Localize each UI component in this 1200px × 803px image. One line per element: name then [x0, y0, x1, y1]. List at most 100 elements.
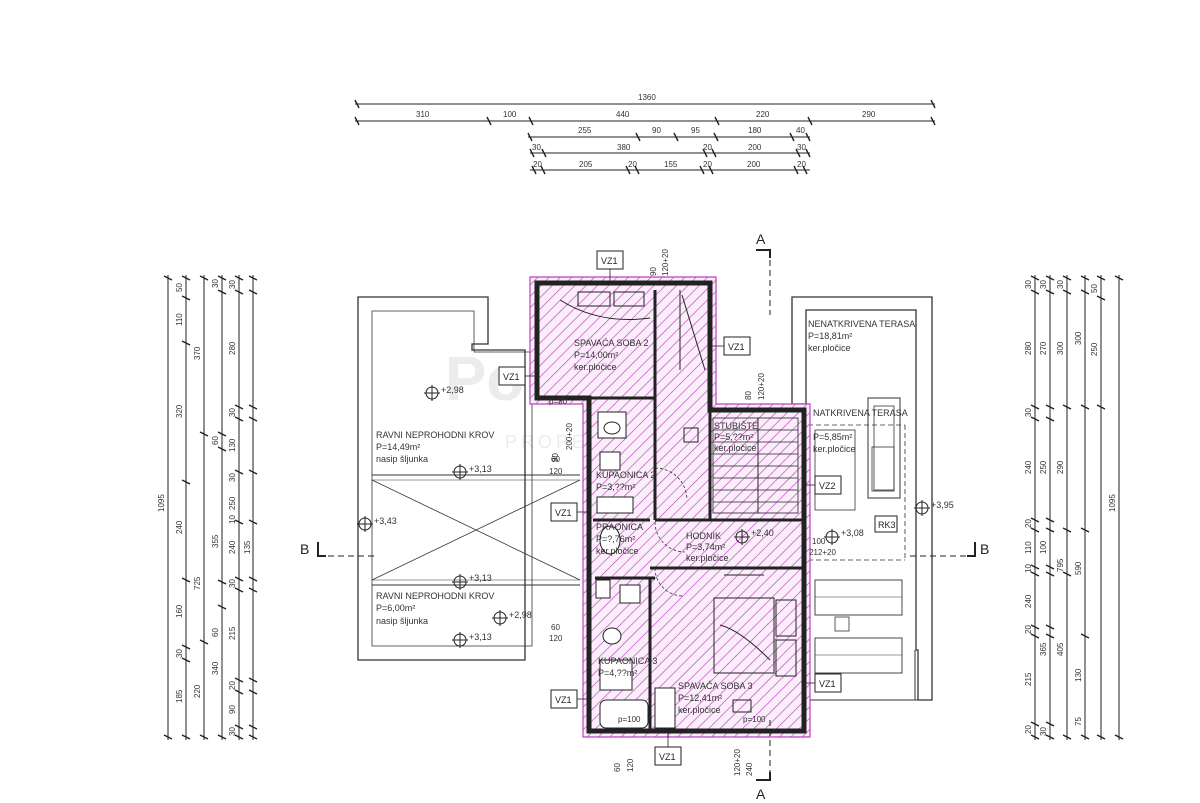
opening-dim: 240 [745, 762, 754, 776]
room-area: P=3,??m² [596, 482, 635, 492]
level-label: +2,98 [441, 385, 464, 395]
opening-dim: 120+20 [733, 749, 742, 776]
dim-label: 20 [533, 160, 542, 169]
room-name: SPAVAĆA SOBA 3 [678, 681, 753, 691]
dim-label: 30 [1024, 408, 1033, 417]
dim-label: 180 [748, 126, 762, 135]
top-dimension-labels: 1360 310 100 440 220 290 255 90 95 180 4… [416, 93, 876, 169]
dim-label: 365 [1039, 642, 1048, 656]
top-dimension-chains [354, 99, 936, 175]
dim-label: 110 [1024, 541, 1033, 554]
dim-label: 215 [228, 626, 237, 640]
rk-tag: RK3 [878, 520, 896, 530]
dim-label: 1095 [157, 494, 166, 512]
dim-label: 1095 [1108, 494, 1117, 512]
dim-label: 205 [579, 160, 593, 169]
dim-label: 30 [1056, 280, 1065, 289]
left-dimension-labels: 1095 50 110 320 240 160 30 185 370 725 2… [157, 279, 252, 736]
dim-label: 280 [1024, 341, 1033, 355]
room-name: KUPAONICA 3 [598, 656, 657, 666]
opening-dim: 80 [744, 391, 753, 400]
room-floor: ker.pločice [714, 443, 757, 453]
dim-label: 240 [1024, 594, 1033, 608]
room-area: P=12,41m² [678, 693, 722, 703]
dim-label: 255 [578, 126, 592, 135]
dim-label: 280 [228, 341, 237, 355]
dim-label: 90 [652, 126, 661, 135]
dim-label: 20 [703, 160, 712, 169]
opening-dim: 90 [551, 453, 560, 462]
dim-label: 30 [797, 143, 806, 152]
dim-label: 220 [193, 684, 202, 698]
opening-dim: 120+20 [661, 249, 670, 276]
dim-label: 320 [175, 404, 184, 418]
opening-dim: p=80 [549, 397, 568, 406]
level-label: +3,95 [931, 500, 954, 510]
dim-label: 30 [228, 408, 237, 417]
room-area: P=5,85m² [813, 432, 852, 442]
room-name: SPAVAĆA SOBA 2 [574, 338, 649, 348]
dim-label: 130 [228, 438, 237, 452]
dim-label: 50 [175, 283, 184, 292]
dim-label: 440 [616, 110, 630, 119]
dim-label: 30 [228, 579, 237, 588]
dim-label: 240 [175, 520, 184, 534]
window-tag-labels: VZ1 VZ1 VZ1 VZ1 VZ2 VZ1 VZ1 VZ1 RK3 [503, 256, 896, 762]
roof-1-name: RAVNI NEPROHODNI KROV [376, 430, 494, 440]
level-label: +3,43 [374, 516, 397, 526]
dim-label: 20 [1024, 725, 1033, 734]
dim-label: 725 [193, 576, 202, 590]
dim-label: 300 [1074, 331, 1083, 345]
room-area: P=5,??m² [714, 432, 753, 442]
opening-dim: 212+20 [809, 548, 836, 557]
room-area: P=4,??m² [598, 668, 637, 678]
opening-dimensions: 90 120+20 80 120+20 p=80 200+20 60 120 6… [549, 249, 836, 776]
room-floor: ker.pločice [574, 362, 617, 372]
opening-dim: 90 [649, 267, 658, 276]
window-tag: VZ1 [659, 752, 676, 762]
dim-label: 250 [228, 496, 237, 510]
level-label: +2,98 [509, 610, 532, 620]
room-area: P=14,00m² [574, 350, 618, 360]
dim-label: 130 [1074, 668, 1083, 682]
opening-dim: 120 [549, 634, 563, 643]
right-dimension-chains [1030, 275, 1124, 740]
opening-dim: p=100 [743, 715, 766, 724]
dim-label: 290 [862, 110, 876, 119]
section-a-bottom-label: A [756, 786, 766, 802]
dim-label: 135 [243, 540, 252, 554]
room-name: PRAONICA [596, 522, 643, 532]
dim-label: 200 [747, 160, 761, 169]
dim-label: 60 [211, 436, 220, 445]
dim-label: 30 [228, 473, 237, 482]
opening-dim: 120+20 [757, 373, 766, 400]
dim-label: 100 [503, 110, 517, 119]
opening-dim: 200+20 [565, 423, 574, 450]
window-tag: VZ1 [601, 256, 618, 266]
dim-label: 20 [703, 143, 712, 152]
dim-label: 95 [691, 126, 700, 135]
room-name: NATKRIVENA TERASA [813, 408, 908, 418]
dim-label: 110 [175, 313, 184, 326]
dim-label: 30 [175, 649, 184, 658]
main-floor-hatched [529, 276, 811, 738]
dim-label: 240 [228, 540, 237, 554]
dim-label: 30 [228, 727, 237, 736]
dim-label: 30 [1039, 280, 1048, 289]
dim-label: 100 [1039, 540, 1048, 554]
section-markers [317, 249, 976, 781]
room-name: NENATKRIVENA TERASA [808, 319, 915, 329]
dim-label: 1360 [638, 93, 656, 102]
dim-label: 20 [1024, 625, 1033, 634]
dim-label: 290 [1056, 460, 1065, 474]
dim-label: 30 [1024, 280, 1033, 289]
left-dimension-chains [163, 275, 258, 740]
opening-dim: 60 [551, 455, 560, 464]
room-area: P=?,76m² [596, 534, 635, 544]
room-name: STUBIŠTE [714, 421, 758, 431]
dim-label: 10 [228, 515, 237, 524]
window-tag: VZ1 [555, 695, 572, 705]
dim-label: 10 [1024, 564, 1033, 573]
dim-label: 310 [416, 110, 430, 119]
room-area: P=3,74m² [686, 542, 725, 552]
